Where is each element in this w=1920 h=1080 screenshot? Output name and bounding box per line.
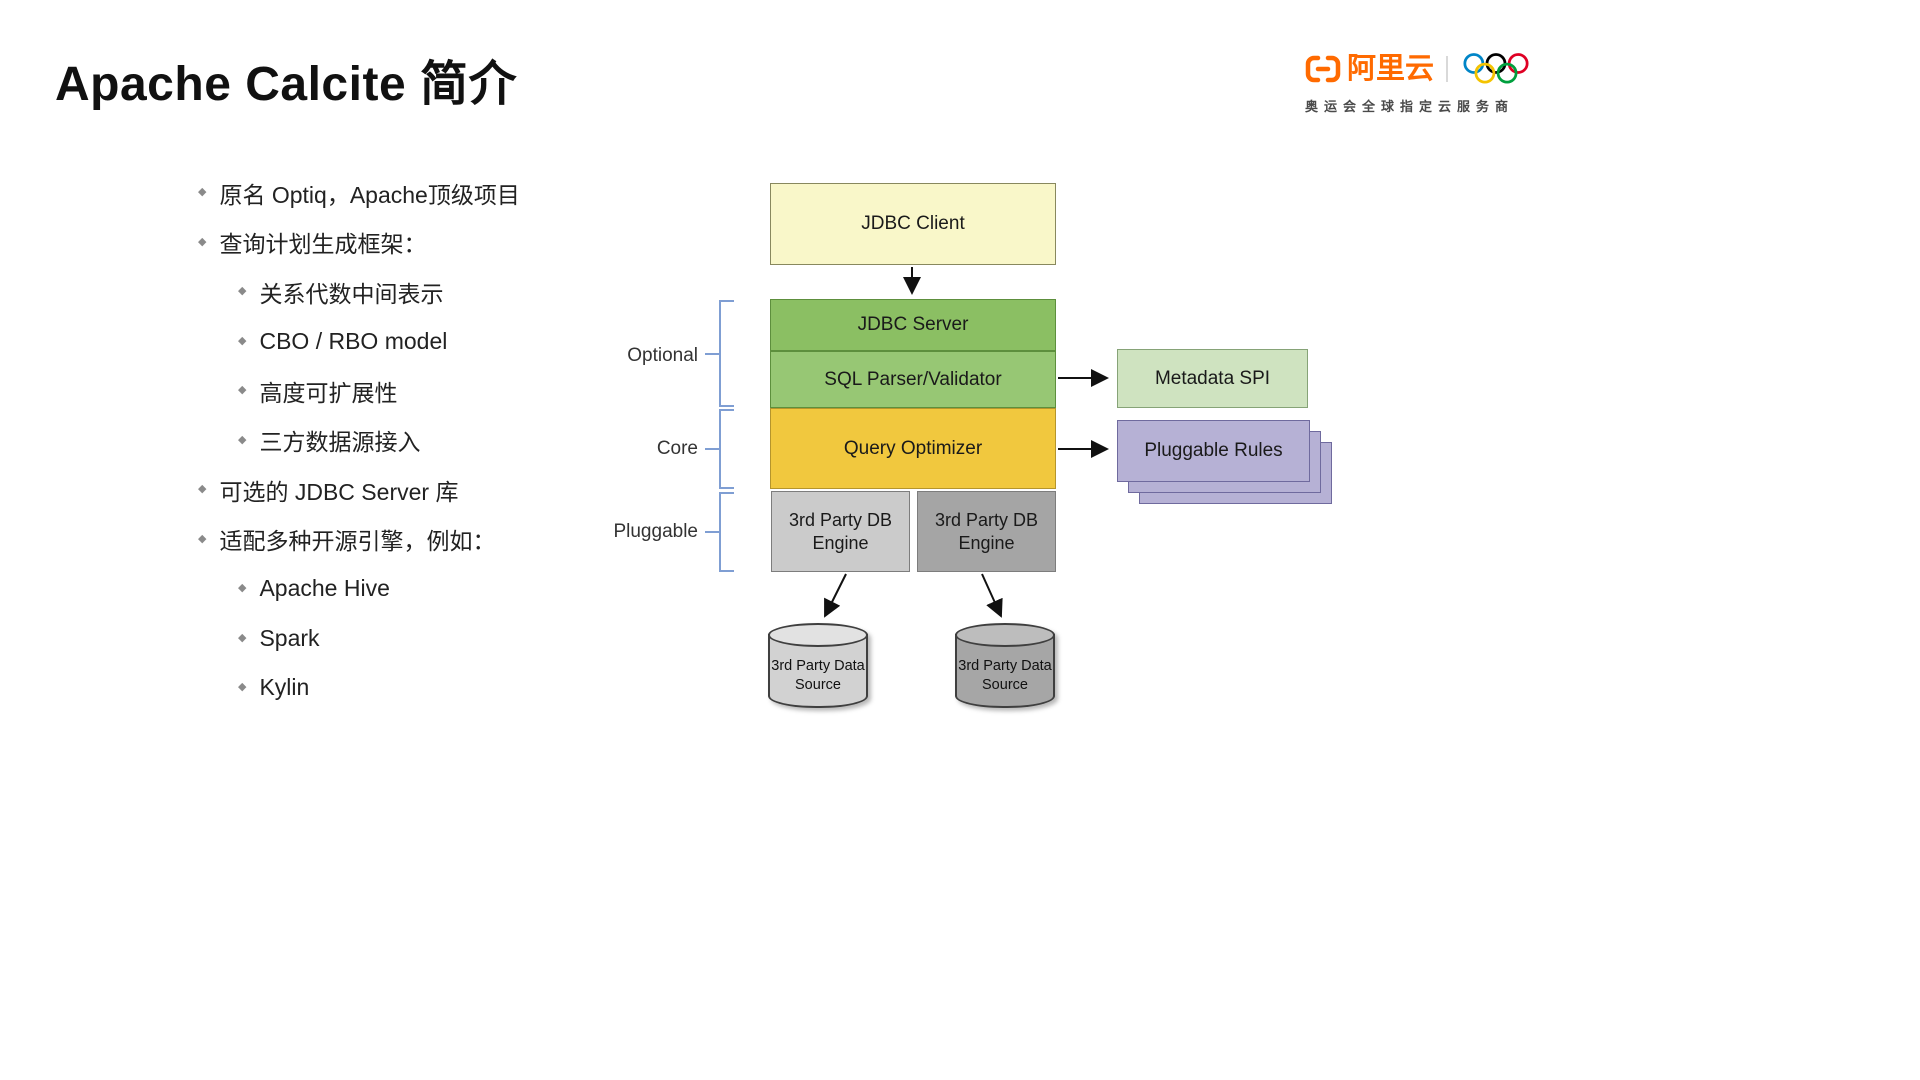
bullet-list: ◆ 原名 Optiq，Apache顶级项目 ◆ 查询计划生成框架： ◆ 关系代数中间表… [198, 168, 718, 713]
logo-divider [1446, 56, 1449, 82]
node-jdbc-server: JDBC Server [770, 299, 1056, 351]
brand-logo: 阿里云 奥运会全球指定云服务商 [1305, 52, 1535, 115]
list-item: ◆ 关系代数中间表示 [198, 267, 718, 317]
list-item: ◆ 可选的 JDBC Server 库 [198, 465, 718, 515]
bullet-text: 可选的 JDBC Server 库 [219, 478, 459, 505]
bullet-icon: ◆ [238, 582, 247, 595]
cylinder-top [955, 623, 1055, 647]
node-pluggable-rules: Pluggable Rules [1117, 420, 1310, 482]
bullet-text: 查询计划生成框架： [219, 231, 427, 258]
bullet-text: Apache Hive [259, 575, 390, 602]
list-item: ◆ 原名 Optiq，Apache顶级项目 [198, 168, 718, 218]
bullet-icon: ◆ [198, 186, 207, 199]
bracket-pluggable [705, 492, 734, 572]
list-item: ◆ Kylin [198, 663, 718, 713]
data-source-label: 3rd Party Data Source [958, 658, 1052, 693]
list-item: ◆ Spark [198, 614, 718, 664]
node-query-optimizer: Query Optimizer [770, 408, 1056, 489]
brand-name: 阿里云 [1347, 52, 1435, 85]
node-data-source-right: 3rd Party Data Source [955, 623, 1055, 717]
bracket-core [705, 409, 734, 489]
list-item: ◆ 查询计划生成框架： [198, 218, 718, 268]
bullet-icon: ◆ [238, 384, 247, 397]
label-optional: Optional [627, 345, 698, 366]
bullet-icon: ◆ [238, 433, 247, 446]
bullet-text: 原名 Optiq，Apache顶级项目 [219, 181, 520, 208]
node-jdbc-client: JDBC Client [770, 183, 1056, 265]
node-db-engine-left: 3rd Party DB Engine [771, 491, 910, 572]
olympic-rings-icon [1460, 52, 1532, 86]
data-source-label: 3rd Party Data Source [771, 658, 865, 693]
bullet-text: 高度可扩展性 [259, 379, 398, 406]
list-item: ◆ 高度可扩展性 [198, 366, 718, 416]
bullet-text: 关系代数中间表示 [259, 280, 444, 307]
aliyun-logo-icon [1305, 54, 1341, 84]
brand-tagline: 奥运会全球指定云服务商 [1305, 99, 1515, 114]
list-item: ◆ 适配多种开源引擎，例如： [198, 515, 718, 565]
bullet-icon: ◆ [198, 483, 207, 496]
list-item: ◆ Apache Hive [198, 564, 718, 614]
label-core: Core [656, 438, 698, 459]
label-pluggable: Pluggable [613, 521, 698, 542]
node-metadata-spi: Metadata SPI [1117, 349, 1308, 408]
node-db-engine-right: 3rd Party DB Engine [917, 491, 1056, 572]
bullet-text: CBO / RBO model [259, 327, 448, 354]
bullet-text: 适配多种开源引擎，例如： [219, 528, 496, 555]
bullet-text: Spark [259, 624, 320, 651]
bullet-text: 三方数据源接入 [259, 429, 421, 456]
cylinder-top [768, 623, 868, 647]
list-item: ◆ 三方数据源接入 [198, 416, 718, 466]
page-title: Apache Calcite 简介 [55, 58, 517, 111]
bullet-text: Kylin [259, 674, 310, 701]
bracket-optional [705, 300, 734, 407]
bullet-icon: ◆ [238, 334, 247, 347]
node-sql-parser-validator: SQL Parser/Validator [770, 351, 1056, 408]
bullet-icon: ◆ [238, 285, 247, 298]
list-item: ◆ CBO / RBO model [198, 317, 718, 367]
bullet-icon: ◆ [198, 235, 207, 248]
bullet-icon: ◆ [238, 631, 247, 644]
logo-row: 阿里云 [1305, 52, 1535, 86]
bullet-icon: ◆ [198, 532, 207, 545]
bullet-icon: ◆ [238, 681, 247, 694]
node-data-source-left: 3rd Party Data Source [768, 623, 868, 717]
